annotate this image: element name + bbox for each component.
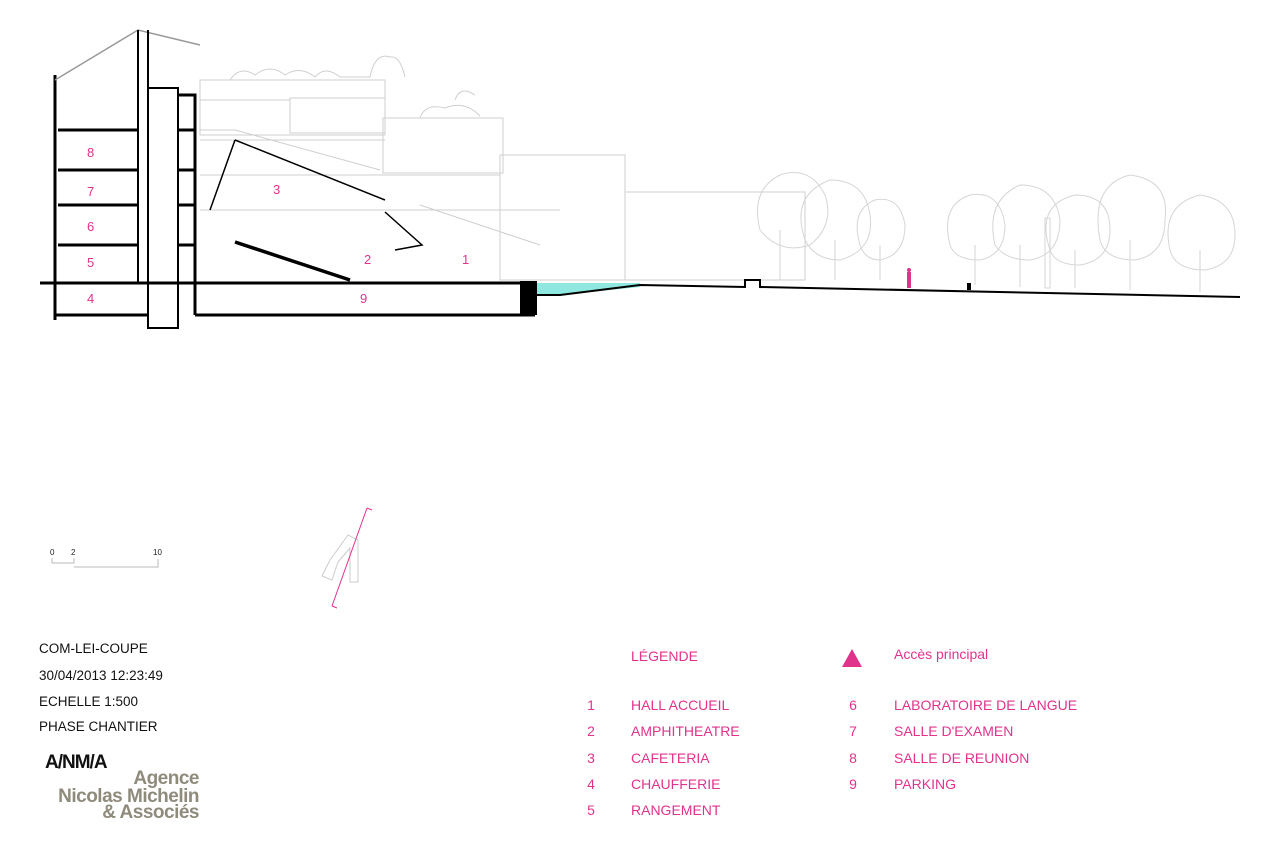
legend-num: 3 bbox=[587, 750, 595, 766]
room-label-9: 9 bbox=[360, 291, 367, 306]
drawing-phase: PHASE CHANTIER bbox=[39, 719, 158, 734]
room-label-8: 8 bbox=[87, 145, 94, 160]
legend-num: 6 bbox=[849, 697, 857, 713]
retaining-wall bbox=[520, 281, 537, 315]
logo-line-2: Nicolas Michelin bbox=[58, 786, 199, 807]
room-label-3: 3 bbox=[273, 182, 280, 197]
legend-access-label: Accès principal bbox=[894, 646, 989, 662]
legend-title: LÉGENDE bbox=[631, 648, 698, 664]
room-label-6: 6 bbox=[87, 219, 94, 234]
drawing-code: COM-LEI-COUPE bbox=[39, 641, 148, 656]
scale-tick-10: 10 bbox=[153, 548, 162, 557]
legend-label: PARKING bbox=[894, 776, 956, 792]
drawing-scale: ECHELLE 1:500 bbox=[39, 694, 139, 709]
structure bbox=[40, 29, 535, 329]
room-label-4: 4 bbox=[87, 291, 94, 306]
legend-label: CAFETERIA bbox=[631, 750, 710, 766]
legend-label: HALL ACCUEIL bbox=[631, 697, 730, 713]
legend-label: SALLE DE REUNION bbox=[894, 750, 1030, 766]
drawing-datetime: 30/04/2013 12:23:49 bbox=[39, 668, 163, 683]
room-label-5: 5 bbox=[87, 255, 94, 270]
room-label-7: 7 bbox=[87, 184, 94, 199]
room-label-2: 2 bbox=[364, 252, 371, 267]
legend-label: SALLE D'EXAMEN bbox=[894, 723, 1014, 739]
legend-num: 1 bbox=[587, 697, 595, 713]
ground-line bbox=[537, 279, 1241, 298]
person-figure bbox=[907, 268, 911, 288]
legend-label: LABORATOIRE DE LANGUE bbox=[894, 697, 1078, 713]
logo-line-1: Agence bbox=[133, 768, 199, 789]
scale-tick-0: 0 bbox=[50, 548, 55, 557]
legend-label: AMPHITHEATRE bbox=[631, 723, 740, 739]
legend-label: RANGEMENT bbox=[631, 802, 721, 818]
room-label-1: 1 bbox=[462, 252, 469, 267]
legend-num: 8 bbox=[849, 750, 857, 766]
scale-tick-2: 2 bbox=[71, 548, 76, 557]
legend-num: 4 bbox=[587, 776, 595, 792]
triangle-icon bbox=[842, 649, 862, 667]
scale-bar bbox=[51, 558, 159, 568]
anma-logo-mark: A/NM/A bbox=[45, 752, 108, 773]
legend-num: 7 bbox=[849, 723, 857, 739]
key-plan bbox=[321, 507, 373, 609]
water-basin bbox=[537, 283, 640, 295]
bollard bbox=[967, 283, 971, 290]
legend-num: 2 bbox=[587, 723, 595, 739]
legend-label: CHAUFFERIE bbox=[631, 776, 721, 792]
logo-line-3: & Associés bbox=[102, 802, 199, 823]
legend-num: 9 bbox=[849, 776, 857, 792]
building-section-drawing: 8 7 6 5 4 3 2 1 9 bbox=[40, 29, 1241, 329]
legend-num: 5 bbox=[587, 802, 595, 818]
background-elevation bbox=[199, 55, 1236, 292]
